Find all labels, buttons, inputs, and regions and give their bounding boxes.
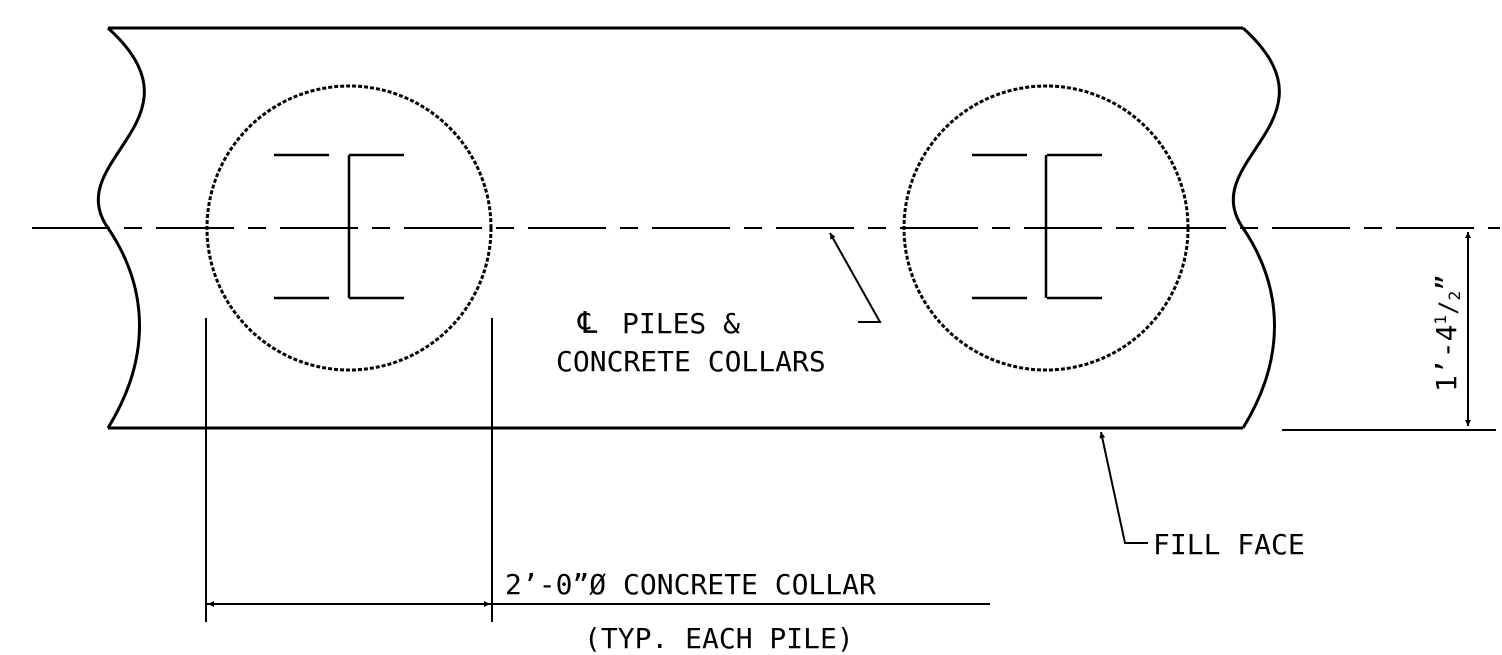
svg-text:1’-41/2”: 1’-41/2” bbox=[1430, 274, 1464, 392]
centerline-symbol: ℄ bbox=[577, 306, 598, 341]
footing-outline bbox=[96, 26, 1281, 430]
pile-right bbox=[902, 84, 1190, 372]
collar-label-line1: 2’-0”Ø CONCRETE COLLAR bbox=[505, 568, 876, 601]
centerline-leader bbox=[829, 232, 882, 323]
centerline-label-line1: PILES & bbox=[622, 307, 740, 340]
centerline-label-line2: CONCRETE COLLARS bbox=[556, 345, 826, 378]
depth-label-denominator: 2 bbox=[1445, 291, 1464, 301]
depth-label: 1’-41/2” bbox=[1430, 274, 1464, 392]
collar-label-line2: (TYP. EACH PILE) bbox=[584, 622, 854, 655]
collar-dimension bbox=[205, 318, 990, 622]
pile-left bbox=[205, 84, 493, 372]
fill-face-label: FILL FACE bbox=[1153, 528, 1305, 561]
right-break-line bbox=[1231, 26, 1281, 429]
depth-label-main: 1’-4 bbox=[1430, 325, 1463, 392]
fill-face-leader bbox=[1099, 431, 1148, 544]
concrete-collar-right bbox=[902, 84, 1190, 372]
h-pile-right bbox=[972, 153, 1118, 300]
left-break-line bbox=[96, 26, 146, 429]
depth-dimension bbox=[1282, 232, 1496, 431]
depth-label-numerator: 1 bbox=[1431, 315, 1450, 325]
depth-label-slash: / bbox=[1434, 300, 1462, 314]
h-pile-left bbox=[274, 153, 420, 300]
depth-label-inch: ” bbox=[1430, 274, 1463, 291]
concrete-collar-left bbox=[205, 84, 493, 372]
